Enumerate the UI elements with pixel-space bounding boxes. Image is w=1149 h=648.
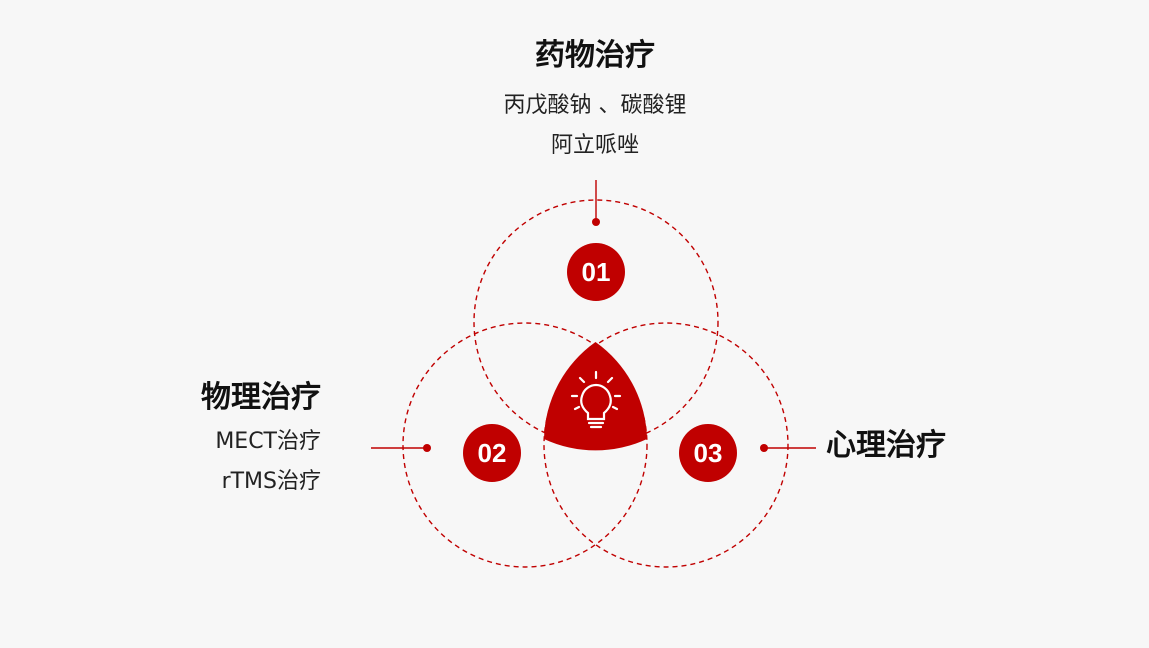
center-intersection: [544, 342, 647, 451]
item-02-title: 物理治疗: [201, 380, 321, 415]
item-02-line-2: rTMS治疗: [221, 469, 321, 494]
item-03-title: 心理治疗: [826, 428, 946, 463]
connector-dot-03: [760, 444, 768, 452]
circle-02: [402, 322, 648, 568]
lightbulb-icon: [570, 370, 622, 429]
connector-dot-01: [592, 218, 600, 226]
badge-02-number: 02: [478, 438, 507, 468]
connector-dot-02: [423, 444, 431, 452]
circle-03: [543, 322, 789, 568]
badge-03-number: 03: [694, 438, 723, 468]
badge-03: [679, 424, 737, 482]
badge-01: [567, 243, 625, 301]
item-01-line-2: 阿立哌唑: [550, 133, 639, 158]
item-01-line-1: 丙戊酸钠 、碳酸锂: [503, 93, 687, 118]
badge-01-number: 01: [582, 257, 611, 287]
item-01-title: 药物治疗: [535, 38, 655, 73]
badge-02: [463, 424, 521, 482]
item-02-line-1: MECT治疗: [215, 429, 321, 454]
